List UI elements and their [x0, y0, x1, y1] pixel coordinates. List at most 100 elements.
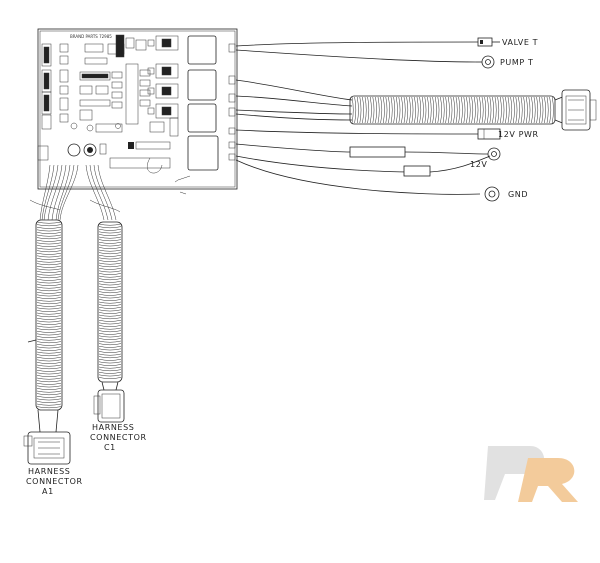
- coil-rib: [98, 228, 122, 231]
- coil-rib: [98, 317, 122, 320]
- coil-rib: [36, 341, 62, 344]
- coil-rib: [36, 372, 62, 375]
- coil-rib: [98, 249, 122, 252]
- pwr-label: 12V PWR: [498, 130, 539, 139]
- coil-rib: [351, 96, 354, 124]
- coil-rib: [450, 96, 453, 124]
- valve-label: VALVE T: [502, 38, 538, 47]
- coil-rib: [453, 96, 455, 124]
- small-connector: [403, 165, 431, 177]
- coil-rib: [401, 96, 403, 124]
- coil-rib: [408, 96, 411, 124]
- coil-rib: [531, 96, 533, 124]
- coil-rib: [98, 247, 122, 249]
- coil-rib: [98, 260, 122, 262]
- coil-rib: [36, 276, 62, 279]
- coil-rib: [98, 291, 122, 294]
- coil-rib: [473, 96, 476, 124]
- coil-rib: [406, 96, 409, 124]
- coil-rib: [533, 96, 536, 124]
- coil-rib: [523, 96, 526, 124]
- coil-rib: [98, 361, 122, 364]
- coil-rib: [429, 96, 432, 124]
- coil-rib: [36, 338, 62, 341]
- coil-rib: [98, 330, 122, 333]
- coil-rib: [36, 297, 62, 299]
- pump-label: PUMP T: [500, 58, 533, 67]
- gnd-label: GND: [508, 190, 528, 199]
- coil-rib: [36, 395, 62, 398]
- coil-rib: [440, 96, 442, 124]
- coil-rib: [98, 273, 122, 275]
- coil-rib: [36, 245, 62, 247]
- coil-rib: [36, 359, 62, 362]
- coil-rib: [98, 267, 122, 270]
- coil-rib: [98, 345, 122, 348]
- coil-rib: [369, 96, 372, 124]
- coil-rib: [36, 325, 62, 328]
- harness-a1-line3: A1: [42, 487, 54, 496]
- left-harness: [27, 219, 63, 433]
- coil-rib: [544, 96, 546, 124]
- coil-rib: [36, 260, 62, 263]
- coil-rib: [98, 301, 122, 304]
- coil-rib: [458, 96, 461, 124]
- coil-rib: [98, 353, 122, 356]
- coil-rib: [36, 328, 62, 331]
- coil-rib: [98, 304, 122, 307]
- coil-rib: [476, 96, 479, 124]
- coil-rib: [36, 307, 62, 310]
- wire-fan: [29, 164, 121, 221]
- harness-c1-line1: HARNESS: [92, 423, 134, 432]
- coil-rib: [419, 96, 422, 124]
- coil-rib: [98, 325, 122, 327]
- coil-rib: [494, 96, 497, 124]
- coil-rib: [512, 96, 515, 124]
- coil-rib: [36, 289, 62, 292]
- coil-rib: [98, 322, 122, 325]
- coil-rib: [36, 367, 62, 370]
- coil-rib: [395, 96, 398, 124]
- coil-rib: [98, 262, 122, 265]
- coil-rib: [385, 96, 388, 124]
- coil-rib: [541, 96, 544, 124]
- coil-rib: [390, 96, 393, 124]
- coil-rib: [36, 250, 62, 253]
- coil-rib: [382, 96, 385, 124]
- harness-a1-line1: HARNESS: [28, 467, 70, 476]
- coil-rib: [98, 348, 122, 351]
- coil-rib: [98, 241, 122, 244]
- harness-a1-line2: CONNECTOR: [26, 477, 83, 486]
- coil-rib: [36, 388, 62, 390]
- coil-rib: [98, 270, 122, 273]
- coil-rib: [98, 314, 122, 317]
- coil-rib: [432, 96, 435, 124]
- coil-rib: [36, 294, 62, 297]
- coil-rib: [546, 96, 549, 124]
- coil-rib: [36, 310, 62, 312]
- coil-rib: [36, 265, 62, 268]
- harness-end-connector: [561, 89, 597, 131]
- coil-rib: [98, 319, 122, 322]
- coil-rib: [518, 96, 520, 124]
- coil-rib: [36, 390, 62, 393]
- coil-rib: [98, 293, 122, 296]
- coil-rib: [36, 356, 62, 359]
- coil-rib: [36, 362, 62, 364]
- coil-rib: [481, 96, 484, 124]
- coil-rib: [380, 96, 383, 124]
- coil-rib: [36, 299, 62, 302]
- v12-terminal: [487, 147, 501, 161]
- coil-rib: [98, 299, 122, 301]
- coil-rib: [486, 96, 489, 124]
- coil-rib: [36, 247, 62, 250]
- coil-rib: [36, 406, 62, 409]
- coil-rib: [36, 291, 62, 294]
- coil-rib: [455, 96, 458, 124]
- coil-rib: [377, 96, 380, 124]
- coil-rib: [36, 351, 62, 354]
- coil-rib: [36, 346, 62, 349]
- coil-rib: [98, 283, 122, 286]
- coil-rib: [372, 96, 375, 124]
